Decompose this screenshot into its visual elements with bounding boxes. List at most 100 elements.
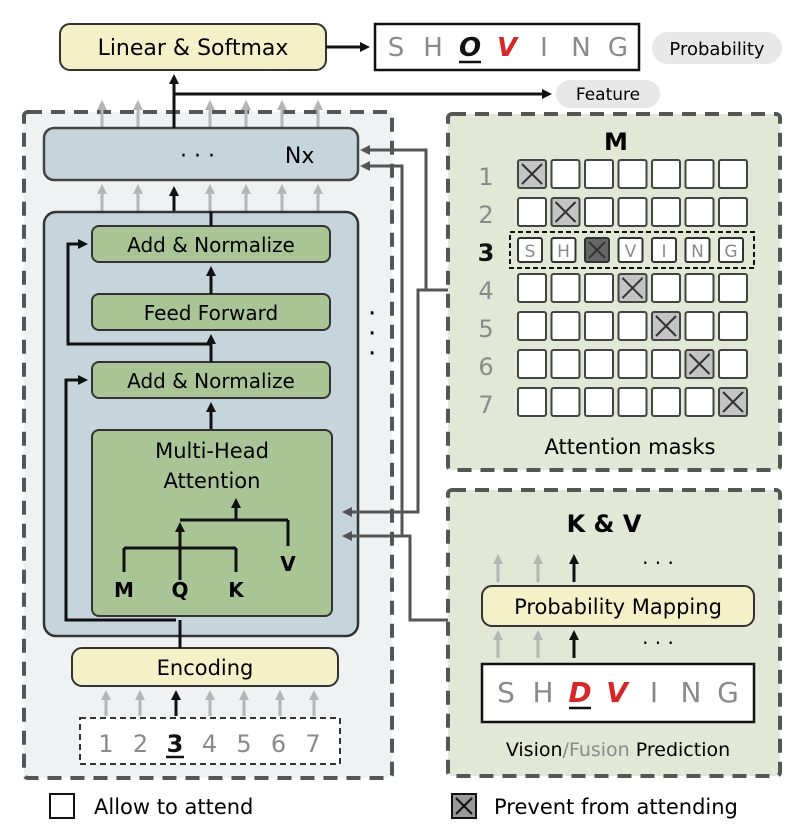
caption-slash: / [563, 739, 570, 761]
kv-title: K & V [567, 510, 642, 538]
pred-letter-2: D [568, 676, 591, 709]
mask-cell-r7-c4 [617, 387, 648, 417]
mask-row-label-4: 4 [478, 277, 493, 305]
mask-row-label-1: 1 [478, 163, 493, 191]
mask-cell-r5-c2 [550, 311, 581, 341]
mask-cell-r5-c6 [684, 311, 715, 341]
mask-row3-letter-1: H [557, 242, 570, 262]
mask-cell-r6-c4 [617, 349, 648, 379]
mask-row-label-3: 3 [478, 239, 495, 267]
legend-prevent-label: Prevent from attending [494, 795, 738, 819]
kv-top-gray-arrows [493, 554, 543, 582]
pred-letter-4: I [650, 676, 658, 709]
mha-m-label: M [114, 578, 134, 602]
mask-cell-r1-c2 [550, 159, 581, 189]
mask-cell-r6-c3 [584, 349, 614, 379]
mask-cell-r6-c5 [651, 349, 681, 379]
mask-x-b-r7 [722, 391, 744, 413]
mha-q-label: Q [171, 578, 188, 602]
probability-badge [652, 32, 782, 64]
mask-cell-r3-c5 [651, 237, 677, 263]
mask-cell-r7-c3 [584, 387, 614, 417]
nx-block [42, 126, 360, 182]
mask-cell-r4-c2 [550, 273, 581, 303]
legend-prevent-x2 [455, 797, 473, 815]
mask-x-b-r4 [621, 277, 644, 299]
add-normalize-bottom-label: Add & Normalize [127, 369, 295, 393]
mha-internal-tree [122, 498, 290, 580]
position-6: 6 [271, 730, 286, 758]
mask-cell-r6-c7 [718, 349, 748, 379]
mask-row-label-2: 2 [478, 201, 493, 229]
output-letter-3: V [497, 33, 519, 63]
mask-cell-r7-c6 [684, 387, 715, 417]
encoding-label: Encoding [157, 656, 254, 680]
mask-cell-r1-c6 [684, 159, 715, 189]
feature-label: Feature [576, 85, 640, 105]
mask-cell-r4-c5 [651, 273, 681, 303]
mask-cell-r7-c1 [517, 387, 547, 417]
mask-cell-r3-c4 [617, 237, 644, 263]
mask-cell-r2-c3 [584, 197, 614, 227]
pred-letter-3: V [606, 676, 630, 709]
mask-row3-letter-5: N [691, 242, 704, 262]
nx-label: · · · Nx [180, 144, 314, 169]
pred-letter-5: N [681, 676, 702, 709]
mask-cell-r4-c7 [718, 273, 748, 303]
output-letter-2: O [459, 33, 481, 63]
kv-bottom-dots: · · · [642, 631, 674, 655]
add-normalize-top-label: Add & Normalize [127, 233, 295, 257]
mask-cell-r5-c3 [584, 311, 614, 341]
mask-cell-r1-c5 [651, 159, 681, 189]
position-5: 5 [236, 730, 251, 758]
mask-cell-r7-c5 [651, 387, 681, 417]
mask-cell-r5-c4 [617, 311, 648, 341]
mask-cell-r4-c6 [684, 273, 715, 303]
mask-cell-r2-c6 [684, 197, 715, 227]
mha-v-label: V [280, 552, 296, 576]
kv-connector [342, 531, 448, 622]
kv-connector-2 [360, 161, 410, 538]
output-letter-4: I [540, 33, 548, 63]
pred-letter-0: S [497, 676, 515, 709]
mask-cell-r5-c1 [517, 311, 547, 341]
position-4: 4 [202, 730, 217, 758]
residual-top [66, 239, 211, 346]
masks-title: M [604, 128, 628, 156]
mask-row-label-5: 5 [478, 315, 493, 343]
output-letter-5: N [571, 33, 590, 63]
kv-bottom-gray-arrows [493, 630, 543, 658]
side-dots-top: · [368, 299, 376, 329]
feed-forward-label: Feed Forward [144, 301, 279, 325]
output-word-box [373, 22, 641, 72]
side-dots-bot: · [368, 339, 376, 369]
kv-top-dots: · · · [642, 551, 674, 575]
position-3: 3 [167, 730, 184, 758]
output-letter-6: G [608, 33, 628, 63]
mask-active-row-frame [509, 231, 755, 269]
mask-row3-letter-0: S [525, 242, 536, 262]
mha-line1: Multi-Head [155, 439, 269, 463]
caption-prediction: Prediction [636, 739, 730, 761]
mask-x-b-r1 [521, 163, 543, 185]
mask-cell-r7-c2 [550, 387, 581, 417]
mha-line2: Attention [164, 469, 261, 493]
position-1: 1 [98, 730, 113, 758]
mask-connector-2 [342, 288, 426, 517]
mask-connector [360, 145, 448, 292]
mask-cell-r4-c1 [517, 273, 547, 303]
residual-bottom [64, 375, 176, 622]
mask-cell-r1-c4 [617, 159, 648, 189]
probability-mapping-block [481, 585, 755, 627]
pred-letter-1: H [532, 676, 553, 709]
mask-cell-r4-c3 [584, 273, 614, 303]
multi-head-attention [91, 429, 333, 617]
caption-fusion: Fusion [569, 739, 630, 761]
mask-cell-r1-c3 [584, 159, 614, 189]
